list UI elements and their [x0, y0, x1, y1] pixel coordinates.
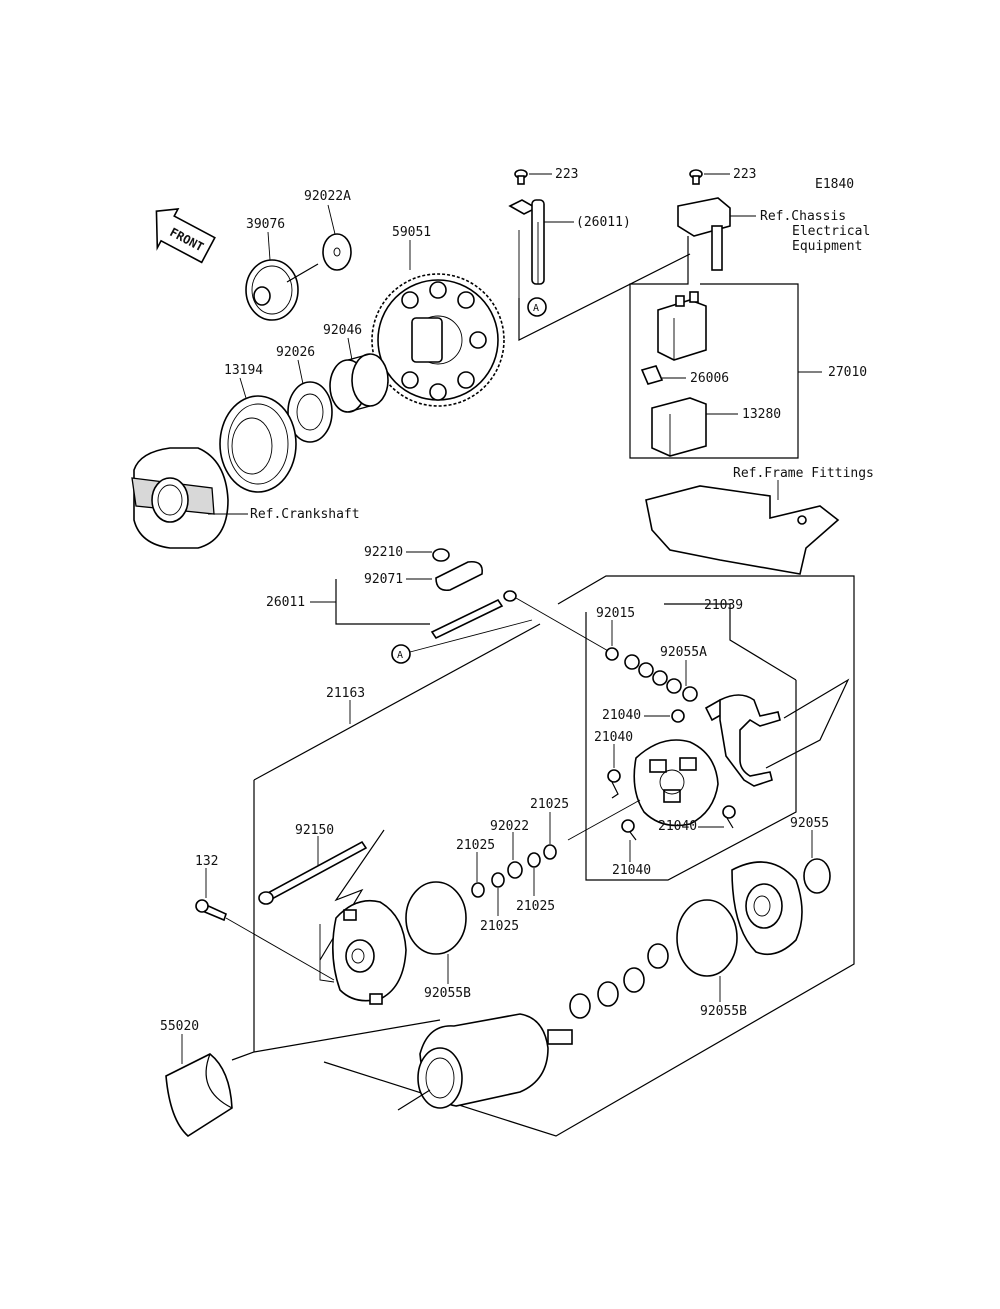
- label-92210: 92210: [364, 545, 403, 560]
- spring-21040-bottom: [621, 819, 637, 841]
- washer-21025-c: [491, 872, 505, 888]
- front-arrow-icon: FRONT: [155, 208, 216, 264]
- washer-lower-3: [597, 981, 619, 1007]
- nut-92015: [605, 647, 619, 661]
- ref-chassis-2: Electrical: [792, 224, 870, 239]
- label-92055B-right: 92055B: [700, 1004, 747, 1019]
- washer-21025-a: [543, 844, 557, 860]
- chassis-bracket: [677, 197, 731, 271]
- label-21040-bottom: 21040: [612, 863, 651, 878]
- label-92055A: 92055A: [660, 645, 707, 660]
- ref-chassis-1: Ref.Chassis: [760, 209, 846, 224]
- rotor-crankshaft: [131, 447, 229, 549]
- label-92022: 92022: [490, 819, 529, 834]
- spring-21040-top: [671, 709, 685, 723]
- cap-92071: [435, 560, 484, 592]
- label-59051: 59051: [392, 225, 431, 240]
- spring-21040-right: [722, 805, 736, 829]
- label-21025-a: 21025: [530, 797, 569, 812]
- label-13280: 13280: [742, 407, 781, 422]
- lead-26011: [430, 590, 517, 640]
- label-92015: 92015: [596, 606, 635, 621]
- front-cover: [731, 861, 803, 956]
- label-92022A: 92022A: [304, 189, 351, 204]
- bolt-223-right: [689, 169, 703, 185]
- diagram-code: E1840: [815, 177, 854, 192]
- label-21025-d: 21025: [456, 838, 495, 853]
- washer-92022A: [322, 233, 352, 271]
- label-26006: 26006: [690, 371, 729, 386]
- clutch-13194: [219, 395, 297, 493]
- fuse-26006: [640, 365, 664, 385]
- label-13194: 13194: [224, 363, 263, 378]
- callout-a-top-label: A: [533, 303, 539, 314]
- label-21039: 21039: [704, 598, 743, 613]
- armature: [397, 1013, 573, 1111]
- label-92055: 92055: [790, 816, 829, 831]
- label-21163: 21163: [326, 686, 365, 701]
- label-21040-left: 21040: [594, 730, 633, 745]
- o-ring-92055: [803, 858, 831, 894]
- screw-132: [195, 899, 227, 922]
- label-21040-top: 21040: [602, 708, 641, 723]
- label-21025-b: 21025: [516, 899, 555, 914]
- starter-gear-59051: [371, 273, 505, 407]
- label-223-left: 223: [555, 167, 578, 182]
- frame-fittings: [645, 485, 840, 575]
- washer-lower-2: [623, 967, 645, 993]
- lead-terminal: [508, 199, 545, 285]
- nut-92210: [432, 548, 450, 562]
- label-39076: 39076: [246, 217, 285, 232]
- washer-21025-b: [527, 852, 541, 868]
- idle-gear-39076: [245, 259, 319, 321]
- label-21040-right: 21040: [658, 819, 697, 834]
- label-26011: 26011: [266, 595, 305, 610]
- washer-lower-1: [647, 943, 669, 969]
- ref-chassis-3: Equipment: [792, 239, 862, 254]
- ref-crankshaft: Ref.Crankshaft: [250, 507, 360, 522]
- label-26011-paren: (26011): [576, 215, 631, 230]
- label-223-right: 223: [733, 167, 756, 182]
- rear-cover: [332, 899, 407, 1005]
- washer-92026: [287, 381, 333, 443]
- washer-lower-4: [569, 993, 591, 1019]
- relay-body: [657, 291, 707, 361]
- callout-a-bottom: [391, 644, 411, 664]
- washer-21025-d: [471, 882, 485, 898]
- brush-plate: [633, 739, 719, 827]
- ref-frame: Ref.Frame Fittings: [733, 466, 874, 481]
- through-bolt-92150: [258, 840, 368, 905]
- label-132: 132: [195, 854, 218, 869]
- needle-bearing-92046: [329, 353, 389, 413]
- label-92071: 92071: [364, 572, 403, 587]
- label-92150: 92150: [295, 823, 334, 838]
- o-ring-92055B-left: [405, 881, 467, 955]
- label-92026: 92026: [276, 345, 315, 360]
- relay-cover-13280: [651, 397, 707, 457]
- cover-55020: [165, 1053, 233, 1137]
- label-21025-c: 21025: [480, 919, 519, 934]
- label-27010: 27010: [828, 365, 867, 380]
- washers-stack: [624, 654, 698, 702]
- o-ring-92055B-right: [676, 899, 738, 977]
- callout-a-bottom-label: A: [397, 650, 403, 661]
- label-92055B-left: 92055B: [424, 986, 471, 1001]
- bolt-223-left: [514, 169, 528, 185]
- washer-92022: [507, 861, 523, 879]
- label-92046: 92046: [323, 323, 362, 338]
- spring-21040-left: [607, 769, 621, 799]
- terminal-bolt: [704, 694, 781, 787]
- label-55020: 55020: [160, 1019, 199, 1034]
- callout-a-top: [527, 297, 547, 317]
